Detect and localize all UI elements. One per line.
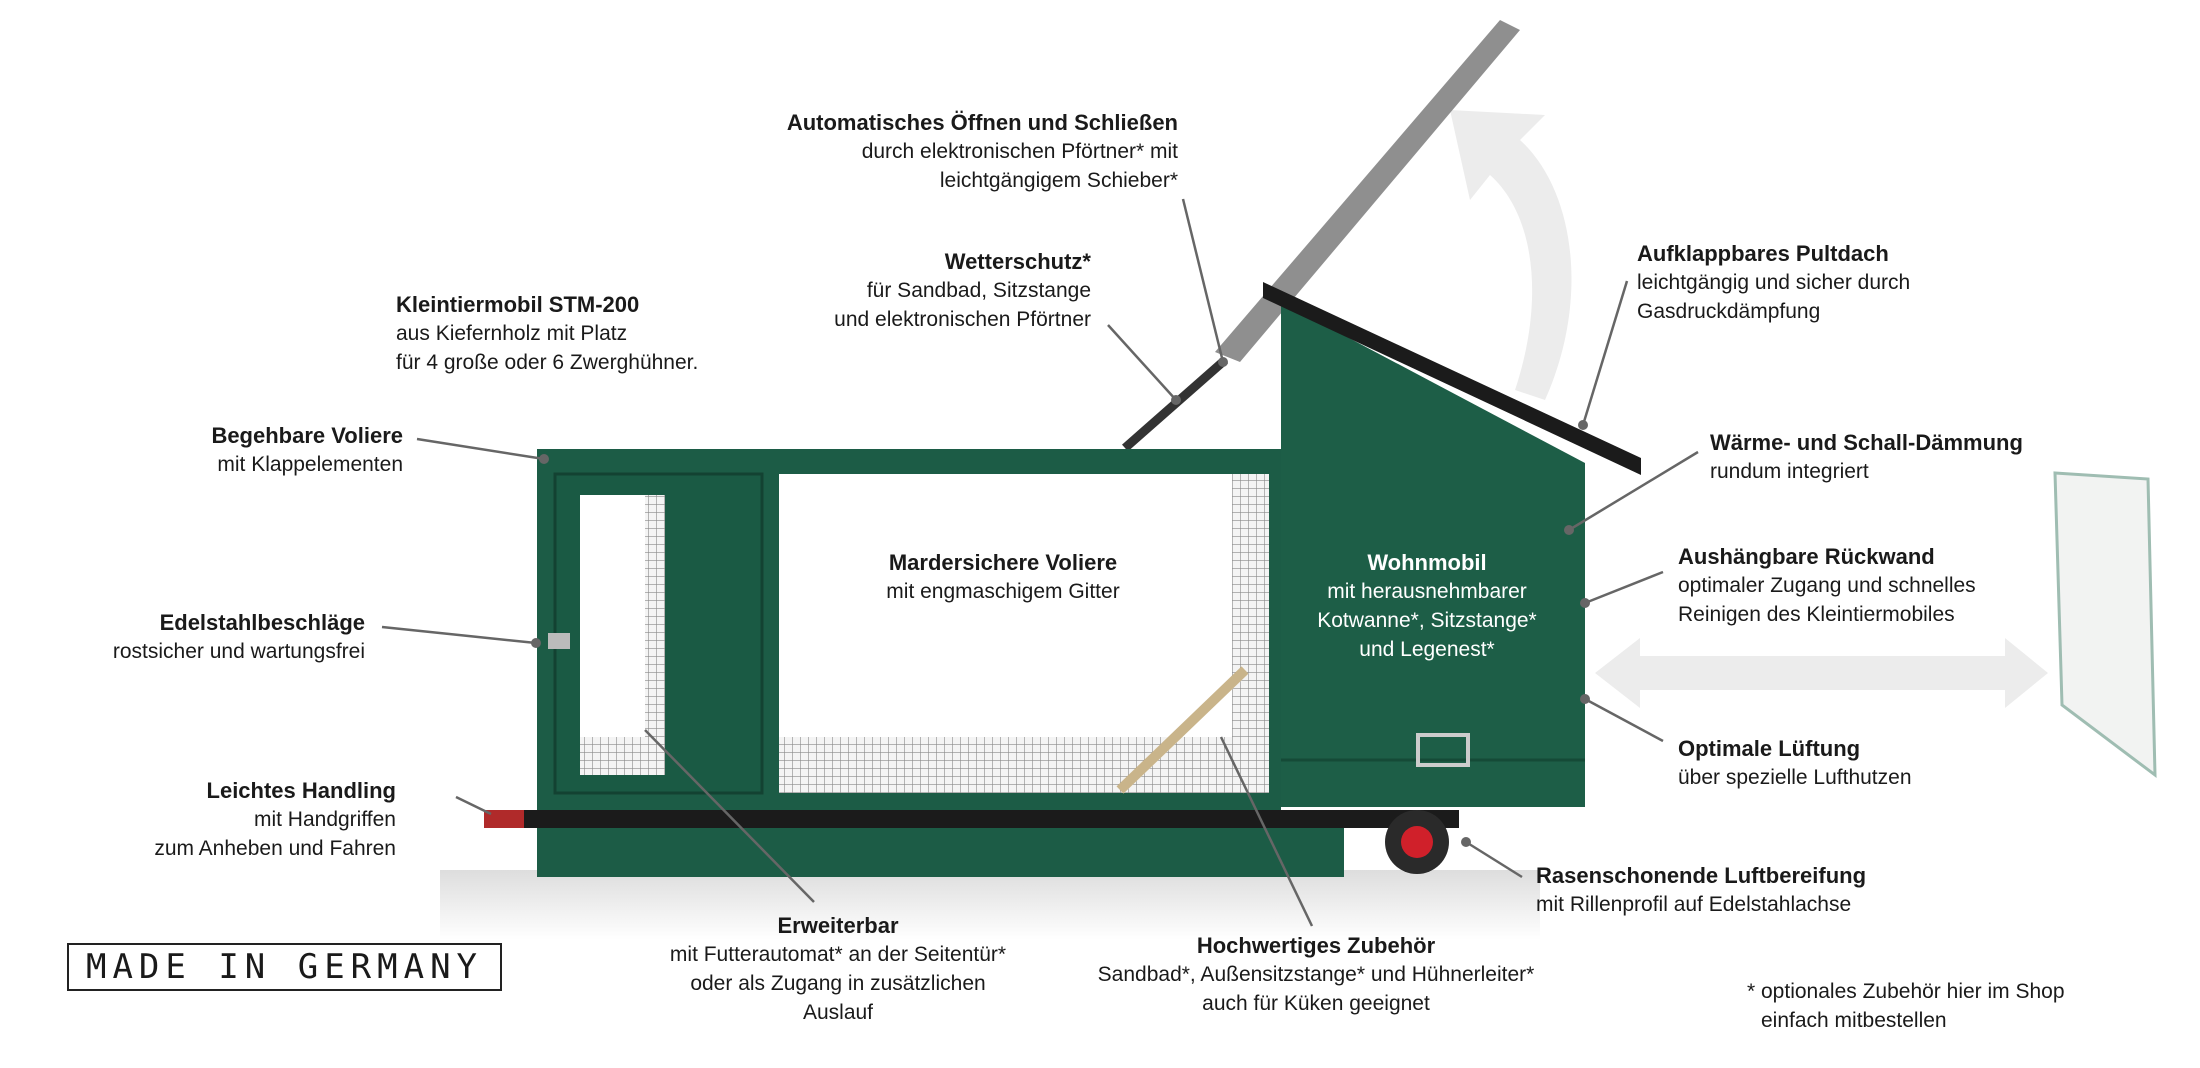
label-line: Kotwanne*, Sitzstange* <box>1317 609 1537 632</box>
label-model: Kleintiermobil STM-200 aus Kiefernholz m… <box>396 290 698 377</box>
chassis-bar <box>484 810 1459 828</box>
made-in-germany-badge: MADE IN GERMANY <box>67 943 502 991</box>
open-hatch-lid <box>1215 20 1520 362</box>
label-line: Auslauf <box>802 1001 874 1024</box>
label-title: Aufklappbares Pultdach <box>1637 241 1889 266</box>
label-easy-handling: Leichtes Handling mit Handgriffen zum An… <box>154 776 396 863</box>
label-roof: Aufklappbares Pultdach leichtgängig und … <box>1637 239 1910 326</box>
chicken-ladder <box>1116 666 1249 794</box>
label-title: Kleintiermobil STM-200 <box>396 292 640 317</box>
label-title: Wetterschutz* <box>944 249 1091 274</box>
label-walk-in-aviary: Begehbare Voliere mit Klappelementen <box>211 421 403 479</box>
label-line: durch elektronischen Pförtner* mit <box>861 140 1178 163</box>
drawer-handle <box>1416 733 1470 767</box>
label-line: optimaler Zugang und schnelles <box>1678 574 1976 597</box>
label-ventilation: Optimale Lüftung über spezielle Lufthutz… <box>1678 734 1912 792</box>
footnote-line: einfach mitbestellen <box>1761 1009 1947 1032</box>
label-line: mit Rillenprofil auf Edelstahlachse <box>1536 893 1852 916</box>
label-line: auch für Küken geeignet <box>1202 992 1430 1015</box>
label-line: rundum integriert <box>1710 460 1869 483</box>
label-weather-protection: Wetterschutz* für Sandbad, Sitzstange un… <box>834 247 1091 334</box>
label-title: Wärme- und Schall-Dämmung <box>1710 430 2023 455</box>
label-line: mit engmaschigem Gitter <box>886 580 1120 603</box>
open-roof-arrow-icon <box>1450 110 1572 400</box>
footnote: * optionales Zubehör hier im Shop einfac… <box>1747 977 2065 1035</box>
label-line: rostsicher und wartungsfrei <box>112 640 365 663</box>
label-title: Begehbare Voliere <box>211 423 403 448</box>
base-box <box>537 828 1344 877</box>
label-line: mit Futterautomat* an der Seitentür* <box>669 943 1007 966</box>
label-line: Reinigen des Kleintiermobiles <box>1678 603 1955 626</box>
label-line: Sandbad*, Außensitzstange* und Hühnerlei… <box>1097 963 1535 986</box>
label-line: Gasdruckdämpfung <box>1637 300 1821 323</box>
label-title: Automatisches Öffnen und Schließen <box>786 110 1178 135</box>
label-housing: Wohnmobil mit herausnehmbarer Kotwanne*,… <box>1277 548 1577 664</box>
label-title: Wohnmobil <box>1367 550 1487 575</box>
ground-shadow <box>440 870 1540 940</box>
rear-wall-panel <box>2053 471 2157 779</box>
door-latch <box>548 633 570 649</box>
label-line: leichtgängigem Schieber* <box>939 169 1178 192</box>
label-line: zum Anheben und Fahren <box>154 837 396 860</box>
label-insulation: Wärme- und Schall-Dämmung rundum integri… <box>1710 428 2023 486</box>
label-title: Mardersichere Voliere <box>888 550 1118 575</box>
label-line: für Sandbad, Sitzstange <box>866 279 1091 302</box>
label-rear-wall: Aushängbare Rückwand optimaler Zugang un… <box>1678 542 1976 629</box>
label-line: aus Kiefernholz mit Platz <box>396 322 628 345</box>
label-line: oder als Zugang in zusätzlichen <box>690 972 986 995</box>
label-line: mit herausnehmbarer <box>1327 580 1527 603</box>
label-title: Aushängbare Rückwand <box>1678 544 1935 569</box>
label-line: mit Klappelementen <box>217 453 403 476</box>
label-title: Optimale Lüftung <box>1678 736 1861 761</box>
label-line: mit Handgriffen <box>253 808 396 831</box>
label-line: über spezielle Lufthutzen <box>1678 766 1912 789</box>
label-automatic-door: Automatisches Öffnen und Schließen durch… <box>787 108 1178 195</box>
label-title: Rasenschonende Luftbereifung <box>1536 863 1867 888</box>
label-title: Leichtes Handling <box>206 778 396 803</box>
label-line: leichtgängig und sicher durch <box>1637 271 1911 294</box>
label-title: Erweiterbar <box>777 913 899 938</box>
roof <box>1263 282 1641 475</box>
label-marten-proof: Mardersichere Voliere mit engmaschigem G… <box>853 548 1153 606</box>
label-stainless-fittings: Edelstahlbeschläge rostsicher und wartun… <box>113 608 365 666</box>
label-expandable: Erweiterbar mit Futterautomat* an der Se… <box>638 911 1038 1027</box>
leader-lines <box>381 198 1699 927</box>
label-tires: Rasenschonende Luftbereifung mit Rillenp… <box>1536 861 1866 919</box>
label-title: Edelstahlbeschläge <box>159 610 365 635</box>
label-line: und Legenest* <box>1359 638 1495 661</box>
label-accessories: Hochwertiges Zubehör Sandbad*, Außensitz… <box>1056 931 1576 1018</box>
footnote-line: * optionales Zubehör hier im Shop <box>1747 980 2065 1003</box>
remove-panel-arrow-icon <box>1595 638 2048 708</box>
housing-module <box>1281 302 1585 807</box>
label-line: und elektronischen Pförtner <box>834 308 1091 331</box>
label-title: Hochwertiges Zubehör <box>1196 933 1436 958</box>
label-line: für 4 große oder 6 Zwerghühner. <box>396 351 699 374</box>
